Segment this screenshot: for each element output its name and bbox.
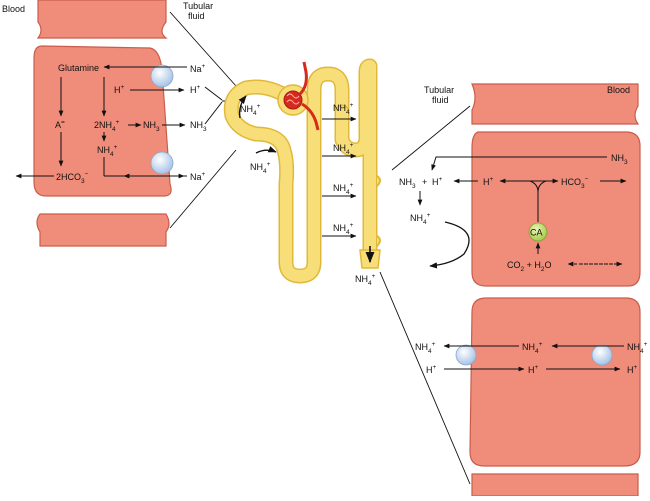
left-zoom-line-bottom <box>169 149 237 229</box>
nephron-nh4-label-2: NH4+ <box>333 142 354 156</box>
glomerulus-capillaries <box>286 93 300 105</box>
right-zoom-line-bottom <box>379 271 471 485</box>
carbonic-anhydrase <box>528 222 548 242</box>
hco3-label: 2HCO3− <box>56 171 89 185</box>
flow-arrow-loop <box>255 146 277 154</box>
nephron-lumen-nh4-label: NH4+ <box>240 103 261 117</box>
na-bottom-label: Na+ <box>190 171 206 182</box>
left-tubular-fluid-label-1: Tubular <box>183 1 213 11</box>
apical-transporter <box>455 344 477 366</box>
right-zoom-line-top <box>391 105 471 171</box>
collecting-duct-bumps <box>376 175 381 247</box>
right-main-cell-1 <box>471 131 641 287</box>
right-cell-group: Tubular fluid Blood NH3 NH3 + H+ H+ HCO3… <box>379 83 648 497</box>
nephron-proximal-fill <box>225 68 348 282</box>
nephron-urine-nh4-label: NH4+ <box>355 273 376 287</box>
two-nh4-label: 2NH4+ <box>94 119 120 133</box>
nh3-lumen-label: NH3 <box>190 120 207 133</box>
left-top-cell <box>36 0 168 39</box>
nephron-group: NH4+ NH4+ NH4+ NH4+ NH4+ NH4+ NH4+ <box>223 58 381 287</box>
co2-h2o-label: CO2 + H2O <box>507 260 552 273</box>
lumen-h-label-2: H+ <box>426 364 437 375</box>
nephron-loop-nh4-label: NH4+ <box>250 161 271 175</box>
na-top-label: Na+ <box>190 63 206 74</box>
h-lumen-label: H+ <box>190 84 201 95</box>
basolateral-transporter <box>591 344 613 366</box>
right-main-cell-2 <box>469 297 641 467</box>
right-blood-label: Blood <box>607 85 630 95</box>
anion-label: A= <box>55 119 65 130</box>
left-na-h-exchanger <box>150 64 174 88</box>
left-main-cell <box>33 45 172 197</box>
left-blood-label: Blood <box>2 4 25 14</box>
lumen-convergence-lines <box>204 86 223 125</box>
right-tubular-fluid-label-2: fluid <box>432 95 449 105</box>
nephron-nh4-label-1: NH4+ <box>333 102 354 116</box>
ca-branch-line-2 <box>537 180 547 193</box>
left-bottom-cell <box>36 213 170 247</box>
cell-h-label-2: H+ <box>528 364 539 375</box>
lumen-nh3-label: NH3 <box>399 177 416 190</box>
blood-nh4-label: NH4+ <box>627 341 648 355</box>
flow-arrow-pct <box>238 95 247 119</box>
left-tubular-fluid-label-2: fluid <box>188 11 205 21</box>
glomerulus <box>283 90 303 110</box>
left-zoom-line-top <box>169 11 237 87</box>
glutamine-label: Glutamine <box>58 63 99 73</box>
left-na-hco3-cotransporter <box>150 151 174 175</box>
ca-label: CA <box>530 228 543 238</box>
lumen-nh4-label: NH4+ <box>410 212 431 226</box>
h-cell-label: H+ <box>114 84 125 95</box>
nephron-collecting-fill <box>336 60 376 256</box>
cell-nh4-label: NH4+ <box>522 341 543 355</box>
lumen-nh4-label-2: NH4+ <box>415 341 436 355</box>
cell-hco3-label: HCO3− <box>561 176 589 190</box>
right-nh3-blood-label: NH3 <box>611 153 628 166</box>
right-tubular-fluid-label-1: Tubular <box>424 85 454 95</box>
nh3-cell-label: NH3 <box>143 120 160 133</box>
nh3-diffusion-path <box>431 156 607 171</box>
nephron-nh4-label-3: NH4+ <box>333 182 354 196</box>
nh4-cell-label: NH4+ <box>97 144 118 158</box>
nephron-nh4-label-4: NH4+ <box>333 222 354 236</box>
lumen-h-label: H+ <box>432 176 443 187</box>
lumen-plus: + <box>422 177 427 187</box>
lumen-nh4-curve-arrow <box>429 221 470 269</box>
cell-h-label: H+ <box>483 176 494 187</box>
right-bottom-cell <box>471 473 639 497</box>
blood-h-label: H+ <box>627 364 638 375</box>
right-top-cell <box>471 83 640 125</box>
afferent-arteriole <box>298 61 308 96</box>
left-cell-group: Blood Tubular fluid Glutamine Na+ H+ H+ … <box>2 0 237 247</box>
efferent-arteriole <box>301 102 320 131</box>
